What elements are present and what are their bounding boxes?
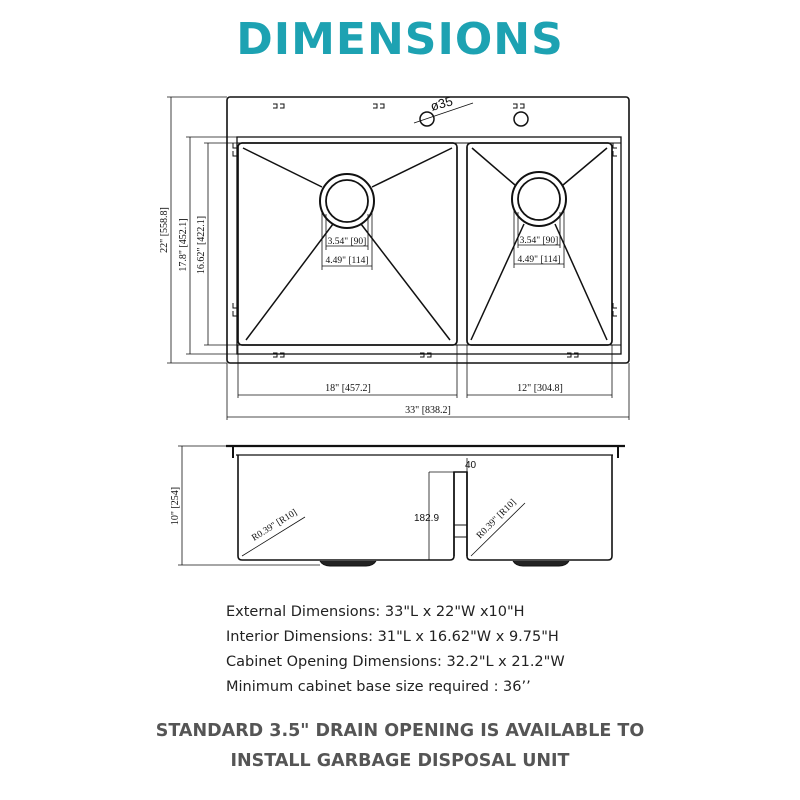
left-drain	[319, 173, 375, 229]
bowl-depth-inner-label: 16.62" [422.1]	[196, 216, 207, 274]
drain-note-line1: STANDARD 3.5" DRAIN OPENING IS AVAILABLE…	[155, 721, 645, 741]
spec-cabinet-opening: Cabinet Opening Dimensions: 32.2"L x 21.…	[226, 654, 565, 670]
left-bowl	[237, 142, 458, 346]
page-title: DIMENSIONS	[236, 14, 564, 65]
spec-minimum-cabinet: Minimum cabinet base size required : 36’…	[226, 679, 531, 695]
deck-outline	[226, 96, 630, 364]
left-bowl-width-label: 18" [457.2]	[325, 383, 371, 394]
right-drain-outer-label: 4.49" [114]	[517, 255, 560, 265]
left-drain-inner-label: 3.54" [90]	[328, 237, 367, 247]
overall-width-label: 33" [838.2]	[405, 405, 451, 416]
left-drain-outer-label: 4.49" [114]	[325, 256, 368, 266]
faucet-hole-label: ø35	[429, 93, 455, 114]
overall-depth-label: 22" [558.8]	[159, 207, 170, 253]
right-radius-label: R0.39" [R10]	[475, 498, 518, 541]
right-bowl-width-label: 12" [304.8]	[517, 383, 563, 394]
side-view	[178, 444, 625, 567]
left-radius-label: R0.39" [R10]	[250, 508, 299, 544]
bowl-depth-outer-label: 17.8" [452.1]	[178, 218, 189, 271]
divider-gap-label: 40	[465, 460, 477, 471]
height-label: 10" [254]	[170, 487, 181, 525]
accessory-hole	[513, 111, 529, 127]
top-view	[167, 96, 630, 420]
spec-interior-dimensions: Interior Dimensions: 31"L x 16.62"W x 9.…	[226, 629, 559, 645]
right-drain	[511, 171, 567, 227]
spec-external-dimensions: External Dimensions: 33"L x 22"W x10"H	[226, 604, 525, 620]
specifications-list: External Dimensions: 33"L x 22"W x10"H I…	[226, 600, 565, 700]
mounting-clips	[232, 103, 617, 358]
faucet-hole	[419, 111, 435, 127]
divider-height-label: 182.9	[414, 513, 439, 524]
right-bowl	[466, 142, 613, 346]
drain-note: STANDARD 3.5" DRAIN OPENING IS AVAILABLE…	[0, 716, 800, 776]
right-drain-inner-label: 3.54" [90]	[520, 236, 559, 246]
drain-note-line2: INSTALL GARBAGE DISPOSAL UNIT	[230, 751, 570, 771]
